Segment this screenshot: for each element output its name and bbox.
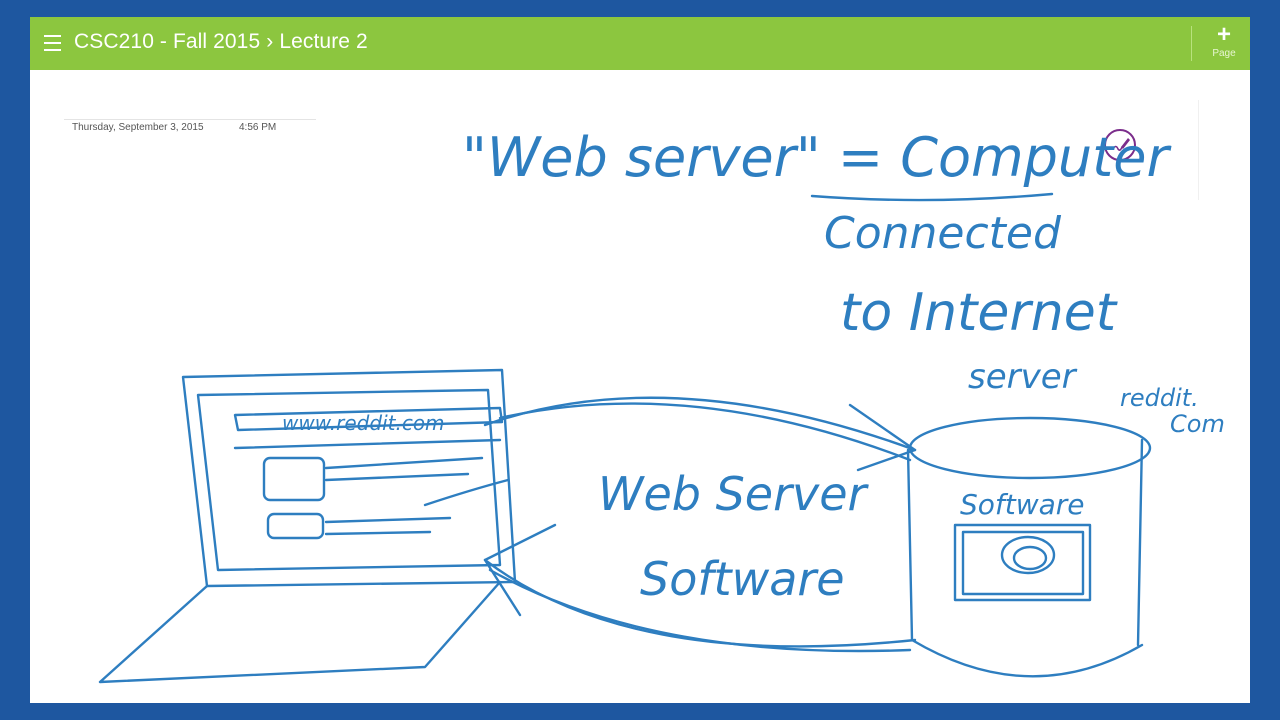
ink-scribble-2: [1012, 545, 1048, 571]
breadcrumb-separator: ›: [266, 30, 274, 53]
ink-arrow-top-2: [498, 402, 912, 462]
ink-com-label: Com: [1170, 410, 1225, 438]
ink-line-web-server-computer: "Web server" = Computer: [462, 126, 1171, 189]
ink-line-a: [233, 438, 502, 450]
ink-middle-web-server: Web Server: [598, 467, 870, 521]
breadcrumb-notebook[interactable]: CSC210 - Fall 2015: [74, 30, 261, 53]
ink-line-to-internet: to Internet: [840, 283, 1118, 343]
app-window: CSC210 - Fall 2015›Lecture 2 + Page Thur…: [30, 17, 1250, 703]
ink-browser-bar: [233, 406, 504, 432]
ink-scribble: [1000, 535, 1056, 575]
ink-drawing: "Web server" = Computer Connected to Int…: [98, 126, 1225, 684]
ink-url: www.reddit.com: [282, 411, 445, 435]
ink-cylinder-top: [908, 416, 1152, 480]
ink-laptop-screen-inner: [196, 388, 502, 572]
hamburger-icon[interactable]: [42, 31, 64, 55]
ink-box-1: [262, 456, 326, 502]
add-page-label: Page: [1212, 48, 1236, 59]
breadcrumb: CSC210 - Fall 2015›Lecture 2: [74, 30, 368, 54]
ink-text-lines-2: [324, 516, 452, 536]
ink-arrow-bottom: [483, 558, 917, 648]
ink-middle-software: Software: [640, 552, 845, 606]
ink-screen-box-inner: [961, 530, 1085, 596]
pen-icon[interactable]: [1103, 128, 1137, 162]
ink-laptop-keyboard: [98, 580, 502, 684]
breadcrumb-section[interactable]: Lecture 2: [279, 30, 368, 53]
ink-arrowhead-right: [848, 403, 917, 472]
page-date: Thursday, September 3, 2015: [72, 122, 204, 133]
ink-software-label: Software: [960, 488, 1085, 521]
title-bar: CSC210 - Fall 2015›Lecture 2 + Page: [30, 17, 1250, 70]
date-divider: [64, 119, 316, 120]
ink-arrow-inner: [423, 478, 510, 507]
ink-screen-box: [953, 523, 1092, 602]
ink-cylinder-sides: [906, 438, 1144, 647]
ink-underline: [810, 192, 1054, 202]
ink-reddit-label: reddit.: [1120, 384, 1199, 412]
ink-arrow-bottom-2: [488, 568, 912, 653]
plus-icon: +: [1216, 21, 1231, 48]
page-time: 4:56 PM: [239, 122, 277, 133]
add-page-button[interactable]: + Page: [1205, 21, 1243, 64]
ink-server-label: server: [968, 357, 1078, 397]
ink-arrowhead-left: [483, 523, 557, 617]
note-canvas[interactable]: Thursday, September 3, 2015 4:56 PM "Web…: [30, 70, 1250, 703]
ink-box-2: [266, 512, 325, 540]
title-divider: [1191, 26, 1192, 61]
scroll-track: [1198, 100, 1199, 200]
ink-line-connected: Connected: [824, 208, 1062, 259]
ink-cylinder-bottom: [910, 638, 1144, 678]
ink-text-lines-1: [324, 456, 484, 482]
